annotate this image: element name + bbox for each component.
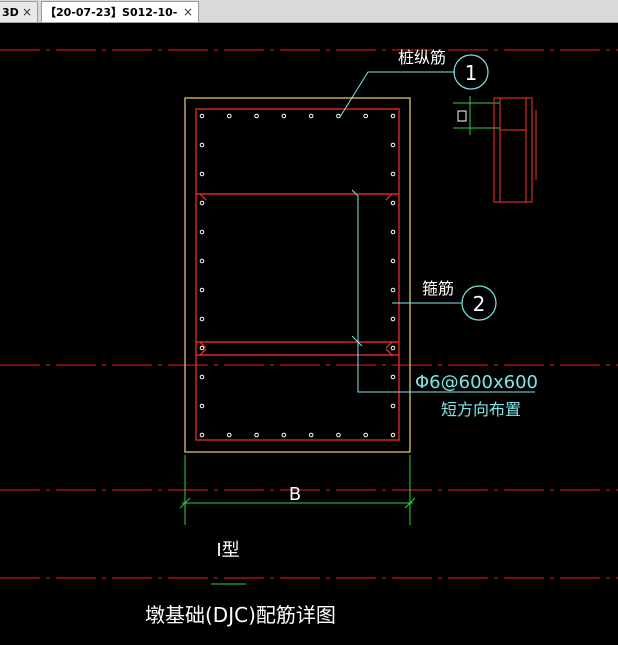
leader-2 (392, 285, 497, 321)
rebar-dot (199, 258, 205, 264)
rebar-dot (226, 432, 232, 438)
rebar-dot (363, 432, 369, 438)
rebar-dot (199, 287, 205, 293)
rebar-dot (390, 287, 396, 293)
rebar-dot (390, 229, 396, 235)
rebar-dot (390, 374, 396, 380)
rebar-dot (390, 200, 396, 206)
rebar-dot (199, 403, 205, 409)
rebar-dot (308, 113, 314, 119)
rebar-dot (199, 345, 205, 351)
leader-1 (339, 54, 489, 118)
rebar-dot (390, 258, 396, 264)
tab-3d-close-icon[interactable]: × (21, 5, 32, 19)
rebar-dot (281, 113, 287, 119)
rebar-dot (336, 432, 341, 438)
rebar-dot (390, 345, 396, 351)
rebar-dot (336, 113, 341, 119)
rebar-dot (390, 171, 396, 177)
tab-3d-label: 3D (2, 5, 19, 19)
rebar-dot (199, 171, 205, 177)
spec-line-1: Φ6@600x600 (415, 372, 538, 393)
dimension-b-label: B (289, 484, 301, 505)
tab-drawing-close-icon[interactable]: × (182, 5, 193, 19)
axis-lines (0, 49, 618, 579)
rebar-dot (390, 113, 396, 119)
rebar-dot (390, 432, 396, 438)
rebar-dot (199, 432, 205, 438)
rebar-dot (199, 316, 205, 322)
spec-line-2: 短方向布置 (441, 400, 521, 419)
rebar-dot (390, 403, 396, 409)
rebar-dot (199, 229, 205, 235)
rebar-dot (254, 113, 259, 119)
rebar-dot (254, 432, 259, 438)
cad-drawing-canvas[interactable]: 桩纵筋 1 箍筋 2 Φ6@600x600 短方向布置 B I型 墩基础(DJC… (0, 23, 618, 645)
document-tab-bar: 3D × 【20-07-23】S012-10- × (0, 0, 618, 23)
rebar-dot (281, 432, 287, 438)
rebar-dot (199, 374, 205, 380)
bubble-2-number: 2 (473, 292, 486, 316)
leader-2-text: 箍筋 (422, 279, 454, 298)
leader-1-text: 桩纵筋 (398, 48, 446, 67)
bubble-1-number: 1 (465, 61, 478, 85)
rebar-dot (308, 432, 314, 438)
rebar-dot (199, 142, 205, 148)
stirrups (195, 108, 400, 441)
rebar-dot (199, 113, 205, 119)
tab-drawing[interactable]: 【20-07-23】S012-10- × (41, 1, 199, 22)
longitudinal-bars (199, 113, 396, 438)
rebar-dot (226, 113, 232, 119)
tab-drawing-label: 【20-07-23】S012-10- (45, 6, 178, 19)
rebar-dot (390, 142, 396, 148)
rebar-dot (363, 113, 369, 119)
dimension-b (179, 455, 416, 525)
adjacent-element-fragment (453, 96, 537, 203)
drawing-caption: 墩基础(DJC)配筋详图 (145, 603, 336, 627)
type-label: I型 (216, 540, 239, 561)
tab-3d[interactable]: 3D × (0, 1, 38, 22)
rebar-dot (199, 200, 205, 206)
pier-outline (184, 97, 411, 453)
rebar-dot (390, 316, 396, 322)
spec-leader (351, 189, 535, 393)
